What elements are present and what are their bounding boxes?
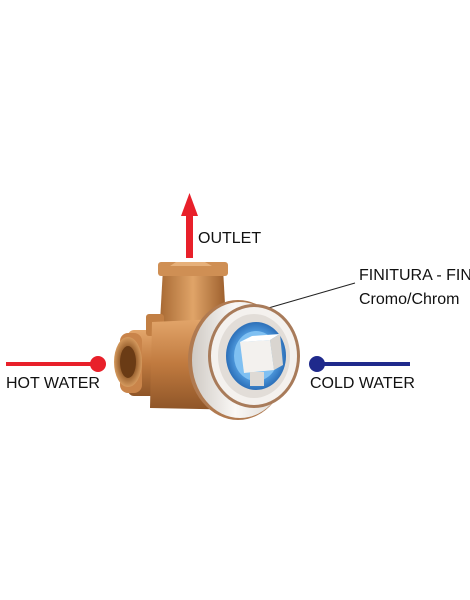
hot-water-line [6,356,106,372]
finish-material-label: Cromo/Chrom [359,291,460,308]
outlet-label: OUTLET [198,230,262,247]
finish-label: FINITURA - FIN [359,267,470,284]
valve-body [114,262,300,420]
hot-water-label: HOT WATER [6,375,100,392]
outlet-arrow [181,193,198,258]
cold-water-label: COLD WATER [310,375,415,392]
finish-leader-line [257,282,356,312]
cold-water-line [309,356,410,372]
